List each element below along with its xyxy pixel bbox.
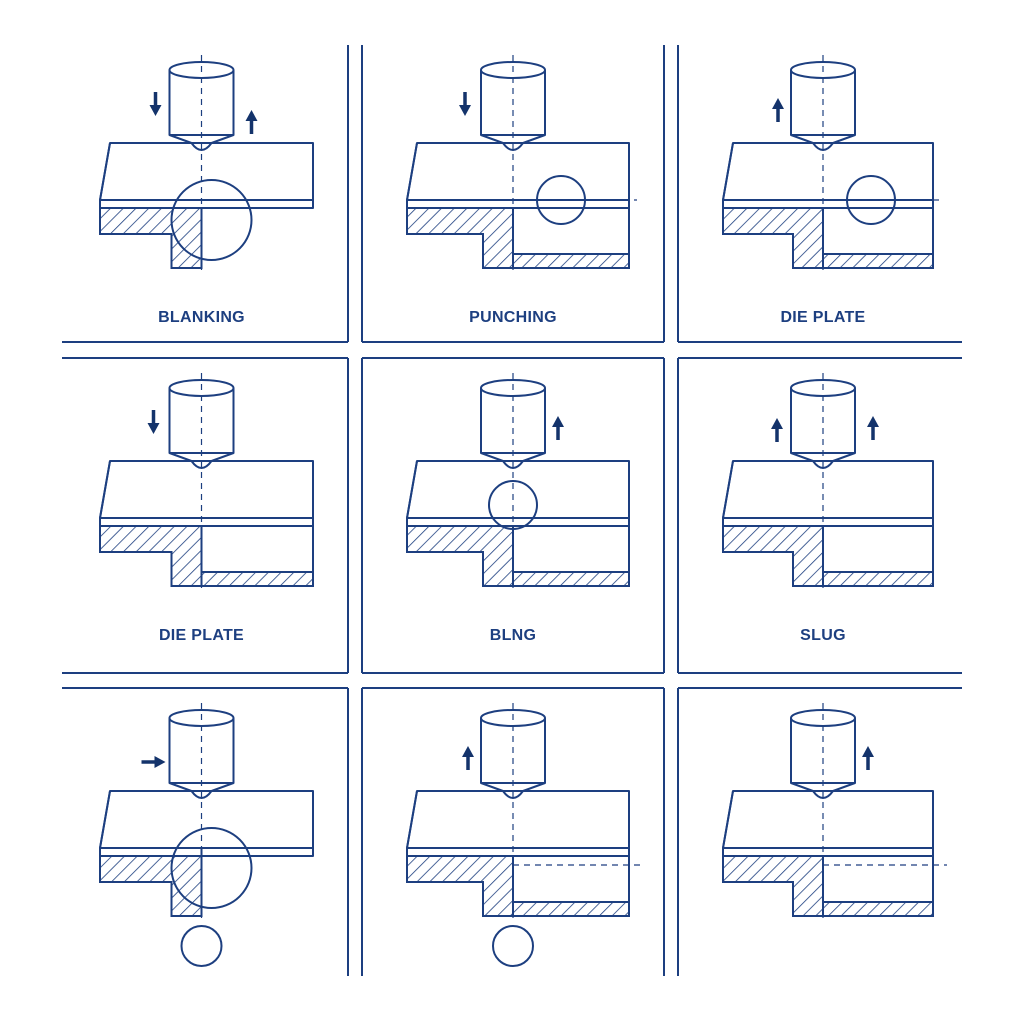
- punch: [790, 379, 856, 469]
- panel-blanking: BLANKING: [99, 55, 314, 326]
- arrow-up-icon: [552, 416, 564, 440]
- sheet-metal: [722, 460, 934, 527]
- arrow-up-icon: [245, 110, 258, 134]
- punch: [168, 61, 235, 151]
- die-block: [722, 848, 934, 917]
- arrow-up-icon: [772, 98, 784, 122]
- panel-label: DIE PLATE: [780, 309, 865, 326]
- punch: [168, 709, 235, 799]
- arrow-right-icon: [141, 756, 166, 768]
- panel-bottom-left: [99, 703, 314, 967]
- punch: [480, 379, 546, 469]
- die-block: [99, 848, 203, 917]
- die-block: [99, 207, 203, 269]
- sheet-metal: [99, 460, 314, 527]
- panel-label: DIE PLATE: [159, 627, 244, 644]
- panel-grid: [62, 45, 962, 976]
- panel-label: PUNCHING: [469, 309, 557, 326]
- die-block: [406, 200, 630, 269]
- panel-blng: BLNG: [406, 373, 630, 644]
- sheet-metal: [99, 790, 314, 857]
- slug-ball: [488, 480, 538, 530]
- panel-label: SLUG: [800, 627, 846, 644]
- sheet-metal: [722, 142, 934, 209]
- arrow-up-icon: [862, 746, 874, 770]
- die-block: [99, 518, 314, 587]
- punch: [790, 709, 856, 799]
- sheet-metal: [722, 790, 934, 857]
- panel-label: BLANKING: [158, 309, 245, 326]
- arrow-up-icon: [867, 416, 879, 440]
- blank-circle: [170, 179, 253, 261]
- arrow-up-icon: [771, 418, 783, 442]
- die-block: [722, 518, 934, 587]
- die-block: [406, 848, 630, 917]
- die-block: [722, 200, 934, 269]
- punch: [790, 61, 856, 151]
- panel-punching: PUNCHING: [406, 55, 637, 326]
- blank-circle: [170, 827, 253, 909]
- panel-slug: SLUG: [722, 373, 934, 644]
- sheet-metal: [406, 790, 630, 857]
- sheet-metal: [99, 142, 314, 209]
- sheet-metal: [406, 142, 630, 209]
- arrow-down-icon: [149, 92, 162, 116]
- die-block: [406, 518, 630, 587]
- punch: [480, 61, 546, 151]
- sheet-metal: [406, 460, 630, 527]
- panel-bottom-center: [406, 703, 643, 967]
- arrow-down-icon: [459, 92, 471, 116]
- arrow-down-icon: [147, 410, 160, 434]
- panel-bottom-right: [722, 703, 947, 923]
- punch: [480, 709, 546, 799]
- panel-die-plate-top: DIE PLATE: [722, 55, 941, 326]
- panel-die-plate-middle: DIE PLATE: [99, 373, 314, 644]
- ejected-slug: [180, 925, 223, 967]
- punch: [168, 379, 235, 469]
- panel-label: BLNG: [490, 627, 537, 644]
- ejected-slug: [492, 925, 534, 967]
- arrow-up-icon: [462, 746, 474, 770]
